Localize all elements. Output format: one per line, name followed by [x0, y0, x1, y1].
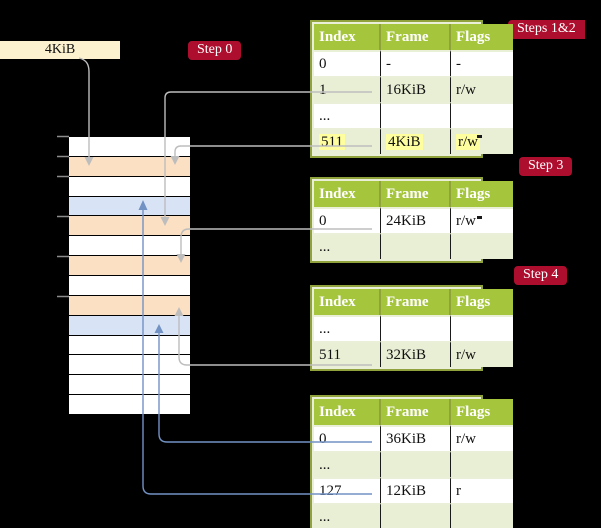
col-header-index: Index — [314, 289, 381, 315]
table-row: 511 32KiB r/w — [314, 341, 513, 367]
badge-step-4: Step 4 — [514, 266, 568, 285]
cell-flags: - — [451, 50, 513, 76]
cell-frame — [381, 451, 451, 477]
cell-flags: r/w — [451, 207, 513, 233]
cell-flags — [451, 233, 513, 259]
badge-step-3: Step 3 — [519, 157, 573, 176]
table-row: ... — [314, 451, 513, 477]
cell-index: ... — [314, 451, 381, 477]
memory-tick-marks — [57, 135, 69, 298]
cell-index: 0 — [314, 425, 381, 451]
cell-frame: 32KiB — [381, 341, 451, 367]
cell-index: ... — [314, 503, 381, 528]
col-header-flags: Flags — [451, 181, 513, 207]
cell-frame — [381, 315, 451, 341]
cell-frame: 24KiB — [381, 207, 451, 233]
cell-index: 127 — [314, 477, 381, 503]
col-header-index: Index — [314, 181, 381, 207]
cell-flags — [451, 451, 513, 477]
col-header-frame: Frame — [381, 181, 451, 207]
memory-row-page — [69, 196, 190, 216]
table-row: ... — [314, 503, 513, 528]
memory-row-free — [69, 236, 190, 256]
cell-frame — [381, 233, 451, 259]
cell-flags — [451, 315, 513, 341]
memory-row-free — [69, 395, 190, 414]
cell-index: ... — [314, 315, 381, 341]
cell-flags — [451, 503, 513, 528]
cell-index: ... — [314, 102, 381, 128]
cell-frame: 12KiB — [381, 477, 451, 503]
cell-index: 511 — [314, 128, 381, 154]
cell-flags: r — [451, 477, 513, 503]
header-row: Index Frame Flags — [314, 289, 513, 315]
cell-index: 1 — [314, 76, 381, 102]
cell-flags: r/w — [451, 76, 513, 102]
header-row: Index Frame Flags — [314, 181, 513, 207]
page-table-steps-1-2: Index Frame Flags 0 - - 1 16KiB r/w ... … — [310, 20, 513, 158]
cell-flags: r/w — [451, 341, 513, 367]
memory-row-free — [69, 137, 190, 156]
memory-row-free — [69, 276, 190, 295]
cell-frame: 4KiB — [381, 128, 451, 154]
badge-steps-1-2: Steps 1&2 — [508, 20, 585, 39]
cell-frame: - — [381, 50, 451, 76]
header-row: Index Frame Flags — [314, 399, 513, 425]
cell-flags: r/w — [451, 128, 513, 154]
cell-flags: r/w — [451, 425, 513, 451]
cell-index: ... — [314, 233, 381, 259]
memory-row-free — [69, 335, 190, 355]
memory-row-free — [69, 355, 190, 375]
cell-flags — [451, 102, 513, 128]
page-table-step-3: Index Frame Flags 0 24KiB r/w ... — [310, 177, 513, 263]
physical-memory-column — [69, 136, 190, 415]
memory-row-page — [69, 315, 190, 335]
memory-row-pagetable — [69, 156, 190, 176]
col-header-frame: Frame — [381, 24, 451, 50]
col-header-frame: Frame — [381, 289, 451, 315]
badge-step-0: Step 0 — [188, 41, 242, 60]
table-row: 0 24KiB r/w — [314, 207, 513, 233]
memory-row-free — [69, 375, 190, 395]
memory-row-free — [69, 176, 190, 196]
col-header-flags: Flags — [451, 399, 513, 425]
col-header-frame: Frame — [381, 399, 451, 425]
table-row: 1 16KiB r/w — [314, 76, 513, 102]
header-row: Index Frame Flags — [314, 24, 513, 50]
cell-frame — [381, 102, 451, 128]
memory-row-pagetable — [69, 216, 190, 236]
col-header-index: Index — [314, 24, 381, 50]
cell-index: 511 — [314, 341, 381, 367]
cell-frame: 16KiB — [381, 76, 451, 102]
cell-index: 0 — [314, 207, 381, 233]
table-row: 0 36KiB r/w — [314, 425, 513, 451]
table-row-highlighted: 511 4KiB r/w — [314, 128, 513, 154]
col-header-flags: Flags — [451, 24, 513, 50]
table-row: ... — [314, 233, 513, 259]
table-row: ... — [314, 102, 513, 128]
table-row: 127 12KiB r — [314, 477, 513, 503]
page-table-step-4-lower: Index Frame Flags 0 36KiB r/w ... 127 12… — [310, 395, 513, 528]
page-size-label: 4KiB — [44, 42, 76, 57]
page-table-step-4-upper: Index Frame Flags ... 511 32KiB r/w — [310, 285, 513, 371]
col-header-flags: Flags — [451, 289, 513, 315]
col-header-index: Index — [314, 399, 381, 425]
page-size-label-box: 4KiB — [0, 41, 120, 59]
memory-row-pagetable — [69, 295, 190, 315]
cell-frame — [381, 503, 451, 528]
table-row: ... — [314, 315, 513, 341]
cell-index: 0 — [314, 50, 381, 76]
memory-row-pagetable — [69, 256, 190, 275]
cell-frame: 36KiB — [381, 425, 451, 451]
table-row: 0 - - — [314, 50, 513, 76]
